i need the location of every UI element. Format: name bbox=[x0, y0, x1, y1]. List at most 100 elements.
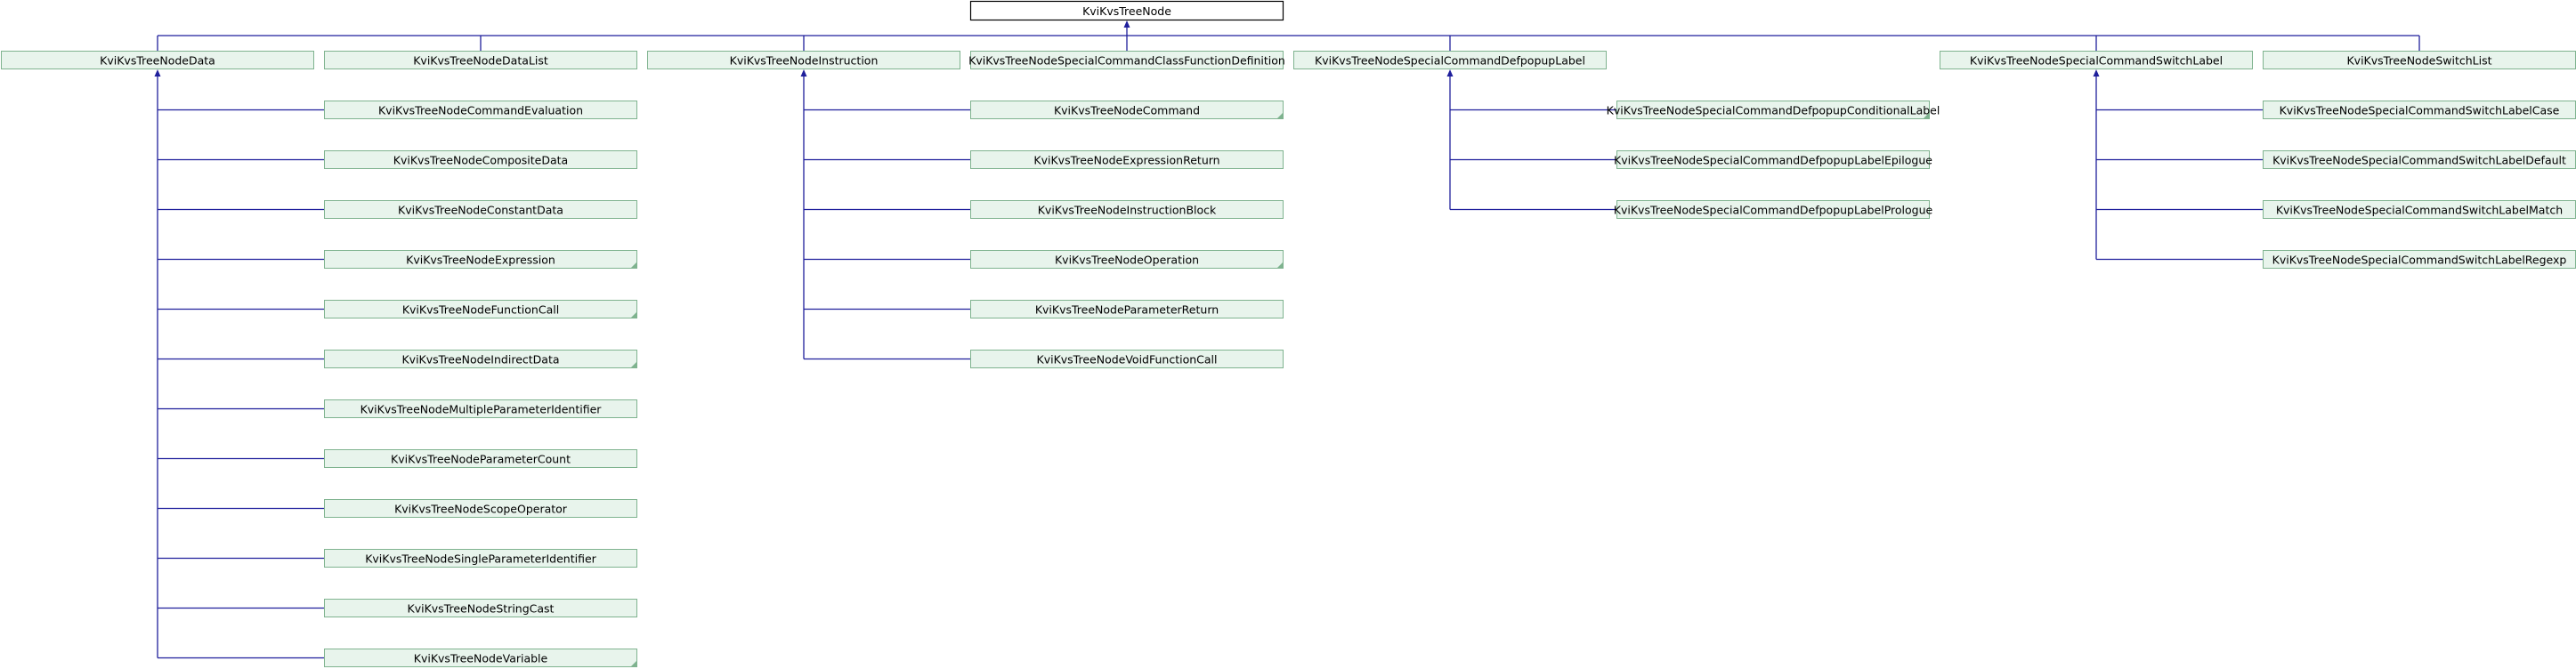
class-node-box bbox=[970, 150, 1284, 169]
class-node[interactable]: KviKvsTreeNodeParameterReturn bbox=[970, 300, 1284, 318]
class-node-box bbox=[970, 51, 1284, 69]
class-name-kvi-kvs-tree-node-instruction-block: KviKvsTreeNodeInstructionBlock bbox=[1038, 204, 1217, 217]
class-name-kvi-kvs-tree-node-function-call: KviKvsTreeNodeFunctionCall bbox=[402, 303, 559, 317]
class-name-kvi-kvs-tree-node-special-command-switch-label-default: KviKvsTreeNodeSpecialCommandSwitchLabelD… bbox=[2272, 154, 2566, 167]
class-node[interactable]: KviKvsTreeNodeSpecialCommandSwitchLabel bbox=[1940, 51, 2253, 69]
class-name-kvi-kvs-tree-node: KviKvsTreeNode bbox=[1082, 4, 1171, 18]
collapsed-marker-icon bbox=[630, 361, 637, 368]
class-name-kvi-kvs-tree-node-void-function-call: KviKvsTreeNodeVoidFunctionCall bbox=[1037, 353, 1218, 367]
class-node-box bbox=[1616, 101, 1930, 119]
class-name-kvi-kvs-tree-node-special-command-switch-label: KviKvsTreeNodeSpecialCommandSwitchLabel bbox=[1970, 54, 2223, 68]
collapsed-marker-icon bbox=[1276, 112, 1284, 119]
class-node-box bbox=[324, 250, 637, 269]
collapsed-marker-icon bbox=[630, 262, 637, 269]
class-node[interactable]: KviKvsTreeNodeCommand bbox=[970, 101, 1284, 119]
class-node[interactable]: KviKvsTreeNodeConstantData bbox=[324, 200, 637, 219]
class-node-box bbox=[970, 101, 1284, 119]
class-node[interactable]: KviKvsTreeNodeSpecialCommandSwitchLabelM… bbox=[2263, 200, 2576, 219]
collapsed-marker-icon bbox=[1276, 262, 1284, 269]
class-name-kvi-kvs-tree-node-command-evaluation: KviKvsTreeNodeCommandEvaluation bbox=[378, 104, 583, 117]
class-node-box bbox=[324, 350, 637, 368]
class-name-kvi-kvs-tree-node-switch-list: KviKvsTreeNodeSwitchList bbox=[2346, 54, 2491, 68]
class-node-box bbox=[970, 200, 1284, 219]
class-node[interactable]: KviKvsTreeNodeVariable bbox=[324, 649, 637, 667]
class-node-box bbox=[324, 549, 637, 568]
class-name-kvi-kvs-tree-node-multiple-parameter-identifier: KviKvsTreeNodeMultipleParameterIdentifie… bbox=[360, 403, 603, 416]
class-name-kvi-kvs-tree-node-data: KviKvsTreeNodeData bbox=[100, 54, 215, 68]
class-node-box bbox=[324, 449, 637, 468]
class-name-kvi-kvs-tree-node-parameter-return: KviKvsTreeNodeParameterReturn bbox=[1035, 303, 1219, 317]
class-node[interactable]: KviKvsTreeNodeSwitchList bbox=[2263, 51, 2576, 69]
class-node[interactable]: KviKvsTreeNodeSingleParameterIdentifier bbox=[324, 549, 637, 568]
class-node-box bbox=[970, 350, 1284, 368]
class-name-kvi-kvs-tree-node-string-cast: KviKvsTreeNodeStringCast bbox=[408, 602, 555, 616]
class-node[interactable]: KviKvsTreeNodeSpecialCommandClassFunctio… bbox=[968, 51, 1285, 69]
class-node[interactable]: KviKvsTreeNodeStringCast bbox=[324, 599, 637, 617]
class-node[interactable]: KviKvsTreeNodeSpecialCommandSwitchLabelR… bbox=[2263, 250, 2576, 269]
class-node[interactable]: KviKvsTreeNodeSpecialCommandSwitchLabelD… bbox=[2263, 150, 2576, 169]
class-name-kvi-kvs-tree-node-operation: KviKvsTreeNodeOperation bbox=[1055, 254, 1199, 267]
class-name-kvi-kvs-tree-node-special-command-defpopup-label: KviKvsTreeNodeSpecialCommandDefpopupLabe… bbox=[1315, 54, 1585, 68]
class-node[interactable]: KviKvsTreeNodeExpressionReturn bbox=[970, 150, 1284, 169]
class-name-kvi-kvs-tree-node-special-command-switch-label-regexp: KviKvsTreeNodeSpecialCommandSwitchLabelR… bbox=[2272, 254, 2567, 267]
class-node[interactable]: KviKvsTreeNode bbox=[969, 0, 1284, 21]
class-node[interactable]: KviKvsTreeNodeVoidFunctionCall bbox=[970, 350, 1284, 368]
class-node[interactable]: KviKvsTreeNodeInstructionBlock bbox=[970, 200, 1284, 219]
class-node-box bbox=[1, 51, 314, 69]
class-node-box bbox=[324, 300, 637, 318]
class-name-kvi-kvs-tree-node-expression-return: KviKvsTreeNodeExpressionReturn bbox=[1033, 154, 1219, 167]
class-node[interactable]: KviKvsTreeNodeFunctionCall bbox=[324, 300, 637, 318]
collapsed-marker-icon bbox=[1923, 112, 1930, 119]
class-name-kvi-kvs-tree-node-parameter-count: KviKvsTreeNodeParameterCount bbox=[391, 453, 571, 466]
class-name-kvi-kvs-tree-node-variable: KviKvsTreeNodeVariable bbox=[414, 652, 548, 665]
class-node-box bbox=[324, 101, 637, 119]
class-node[interactable]: KviKvsTreeNodeCommandEvaluation bbox=[324, 101, 637, 119]
class-name-kvi-kvs-tree-node-expression: KviKvsTreeNodeExpression bbox=[406, 254, 555, 267]
class-name-kvi-kvs-tree-node-special-command-switch-label-case: KviKvsTreeNodeSpecialCommandSwitchLabelC… bbox=[2280, 104, 2560, 117]
class-name-kvi-kvs-tree-node-single-parameter-identifier: KviKvsTreeNodeSingleParameterIdentifier bbox=[365, 552, 596, 566]
class-node[interactable]: KviKvsTreeNodeExpression bbox=[324, 250, 637, 269]
class-node-box bbox=[970, 250, 1284, 269]
class-name-kvi-kvs-tree-node-constant-data: KviKvsTreeNodeConstantData bbox=[398, 204, 563, 217]
class-node[interactable]: KviKvsTreeNodeIndirectData bbox=[324, 350, 637, 368]
class-node[interactable]: KviKvsTreeNodeSpecialCommandDefpopupLabe… bbox=[1293, 51, 1607, 69]
class-name-kvi-kvs-tree-node-special-command-defpopup-conditional-label: KviKvsTreeNodeSpecialCommandDefpopupCond… bbox=[1607, 104, 1940, 117]
class-name-kvi-kvs-tree-node-composite-data: KviKvsTreeNodeCompositeData bbox=[393, 154, 568, 167]
class-node-box bbox=[324, 499, 637, 518]
inheritance-arrowhead bbox=[1123, 20, 1130, 28]
class-node[interactable]: KviKvsTreeNodeSpecialCommandSwitchLabelC… bbox=[2263, 101, 2576, 119]
class-node-box bbox=[324, 599, 637, 617]
class-node-box bbox=[970, 300, 1284, 318]
class-name-kvi-kvs-tree-node-special-command-class-function-definition: KviKvsTreeNodeSpecialCommandClassFunctio… bbox=[968, 54, 1285, 68]
class-node-box bbox=[1616, 200, 1930, 219]
class-name-kvi-kvs-tree-node-command: KviKvsTreeNodeCommand bbox=[1054, 104, 1200, 117]
class-node[interactable]: KviKvsTreeNodeDataList bbox=[324, 51, 637, 69]
class-node-box bbox=[969, 0, 1284, 21]
class-name-kvi-kvs-tree-node-indirect-data: KviKvsTreeNodeIndirectData bbox=[401, 353, 559, 367]
class-node[interactable]: KviKvsTreeNodeOperation bbox=[970, 250, 1284, 269]
class-node-box bbox=[324, 51, 637, 69]
class-node[interactable]: KviKvsTreeNodeSpecialCommandDefpopupLabe… bbox=[1614, 150, 1932, 169]
class-node-box bbox=[324, 649, 637, 667]
collapsed-marker-icon bbox=[630, 660, 637, 667]
class-node[interactable]: KviKvsTreeNodeData bbox=[1, 51, 314, 69]
class-node[interactable]: KviKvsTreeNodeSpecialCommandDefpopupLabe… bbox=[1614, 200, 1933, 219]
class-node[interactable]: KviKvsTreeNodeMultipleParameterIdentifie… bbox=[324, 399, 637, 418]
collapsed-marker-icon bbox=[630, 311, 637, 318]
class-name-kvi-kvs-tree-node-data-list: KviKvsTreeNodeDataList bbox=[413, 54, 548, 68]
class-name-kvi-kvs-tree-node-special-command-defpopup-label-epilogue: KviKvsTreeNodeSpecialCommandDefpopupLabe… bbox=[1614, 154, 1932, 167]
inheritance-arrowhead bbox=[800, 69, 807, 77]
class-node[interactable]: KviKvsTreeNodeCompositeData bbox=[324, 150, 637, 169]
class-node[interactable]: KviKvsTreeNodeParameterCount bbox=[324, 449, 637, 468]
inheritance-arrowhead bbox=[2093, 69, 2100, 77]
class-name-kvi-kvs-tree-node-scope-operator: KviKvsTreeNodeScopeOperator bbox=[394, 503, 568, 516]
class-node-box bbox=[324, 200, 637, 219]
class-name-kvi-kvs-tree-node-special-command-defpopup-label-prologue: KviKvsTreeNodeSpecialCommandDefpopupLabe… bbox=[1614, 204, 1933, 217]
class-node[interactable]: KviKvsTreeNodeInstruction bbox=[647, 51, 960, 69]
class-node-box bbox=[1940, 51, 2253, 69]
inheritance-arrowhead bbox=[154, 69, 161, 77]
class-node[interactable]: KviKvsTreeNodeScopeOperator bbox=[324, 499, 637, 518]
class-node[interactable]: KviKvsTreeNodeSpecialCommandDefpopupCond… bbox=[1607, 101, 1940, 119]
class-node-box bbox=[1293, 51, 1607, 69]
